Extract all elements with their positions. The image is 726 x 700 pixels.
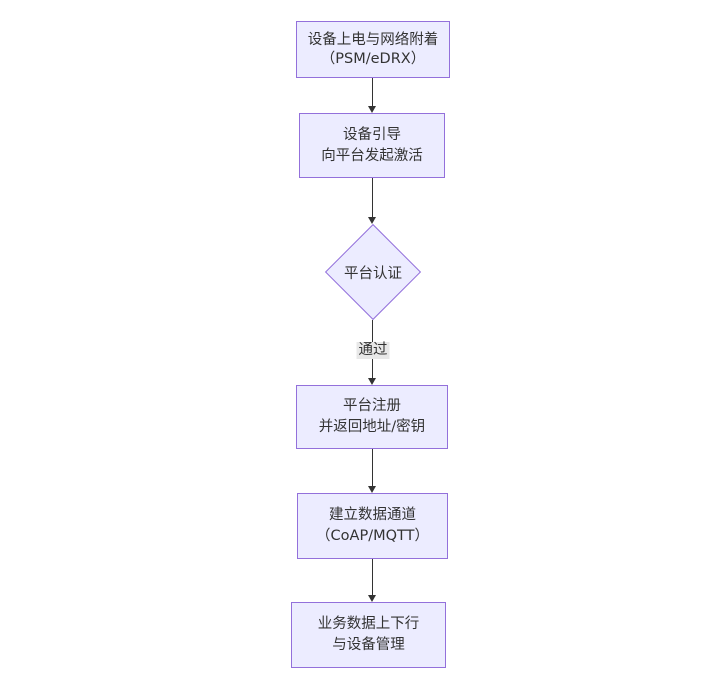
node-platform-auth-label: 平台认证 — [344, 265, 402, 282]
edge-bootstrap-to-auth — [372, 178, 373, 217]
arrowhead-icon — [368, 106, 376, 113]
edge-label-pass: 通过 — [356, 342, 390, 359]
node-platform-register-line2: 并返回地址/密钥 — [318, 419, 426, 435]
node-device-power-on-line1: 设备上电与网络附着 — [307, 31, 439, 48]
node-device-power-on-line2: （PSM/eDRX） — [320, 50, 426, 67]
node-device-bootstrap-line1: 设备引导 — [343, 126, 401, 143]
arrowhead-icon — [368, 486, 376, 493]
node-business-data: 业务数据上下行 与设备管理 — [291, 602, 446, 668]
node-data-channel-line2: （CoAP/MQTT） — [316, 528, 429, 544]
node-platform-register-line1: 平台注册 — [343, 398, 401, 414]
node-device-power-on: 设备上电与网络附着 （PSM/eDRX） — [296, 21, 450, 78]
node-business-data-line2: 与设备管理 — [332, 637, 405, 653]
edge-register-to-channel — [372, 449, 373, 486]
node-device-bootstrap-line2: 向平台发起激活 — [321, 147, 423, 164]
node-platform-register: 平台注册 并返回地址/密钥 — [296, 385, 448, 449]
node-data-channel: 建立数据通道 （CoAP/MQTT） — [297, 493, 448, 559]
node-business-data-line1: 业务数据上下行 — [317, 616, 420, 632]
arrowhead-icon — [368, 378, 376, 385]
edge-power-to-bootstrap — [372, 78, 373, 106]
node-data-channel-line1: 建立数据通道 — [329, 507, 416, 523]
edge-channel-to-business — [372, 559, 373, 595]
arrowhead-icon — [368, 217, 376, 224]
arrowhead-icon — [368, 595, 376, 602]
node-device-bootstrap: 设备引导 向平台发起激活 — [299, 113, 445, 178]
node-platform-auth: 平台认证 — [324, 223, 422, 321]
